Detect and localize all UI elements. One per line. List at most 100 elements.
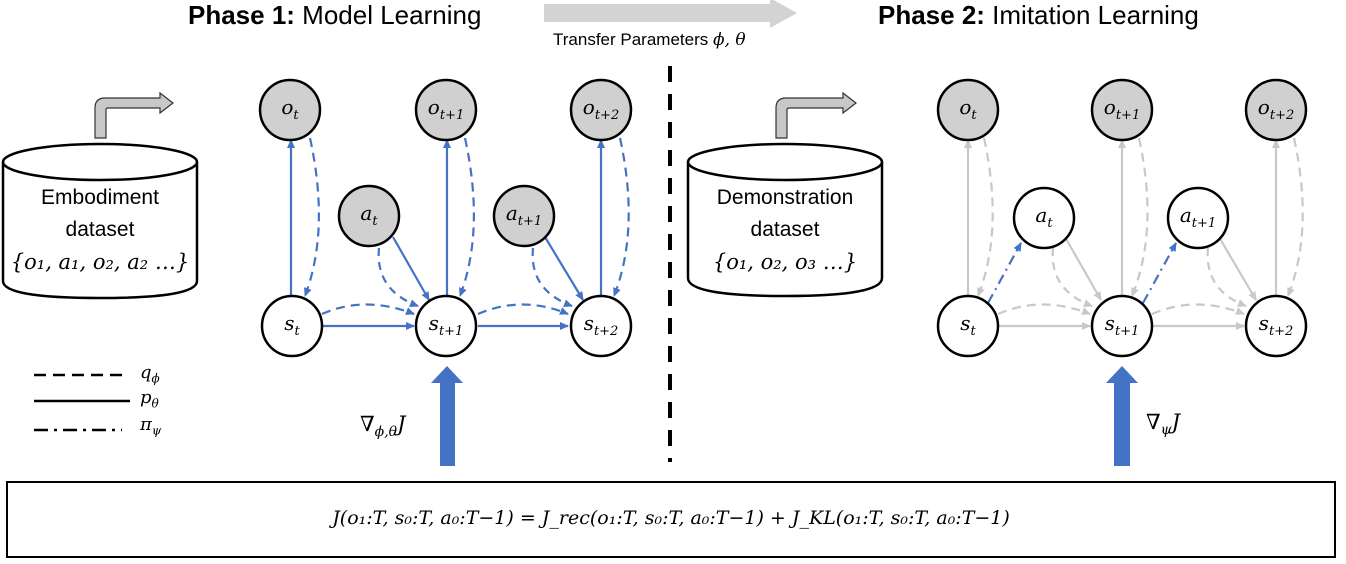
label2-o-t1: ot+1 [1087, 95, 1157, 123]
label-base: a [360, 201, 373, 225]
label-base: o [281, 95, 294, 119]
transfer-label-text: Transfer Parameters [553, 30, 713, 49]
label-sub: t+2 [593, 324, 619, 339]
transfer-arrow [544, 0, 797, 28]
label2-a-t1: at+1 [1163, 203, 1233, 231]
node2-o-t2 [1244, 78, 1308, 142]
legend-base: π [140, 414, 152, 435]
embodiment-line1: Embodiment [41, 186, 159, 209]
grad-base: ∇ [360, 412, 375, 436]
label-sub: t+1 [1114, 324, 1140, 339]
legend-label-p: pθ [140, 387, 159, 411]
phase1-edges [287, 137, 630, 330]
embodiment-bent-arrow-icon [94, 91, 174, 139]
edge2-q-ot1-st1 [1130, 137, 1149, 297]
label-sub: t [970, 324, 976, 339]
label-s-t2: st+2 [566, 311, 636, 339]
label2-s-t1: st+1 [1087, 311, 1157, 339]
label-a-t1: at+1 [489, 201, 559, 229]
label-sub: t+1 [517, 214, 543, 229]
legend-label-pi: πψ [140, 414, 161, 438]
label-base: a [1179, 203, 1192, 227]
edge-p-at1-st2 [544, 236, 584, 301]
label-base: s [428, 311, 439, 335]
edge2-q-at-st1 [1051, 247, 1093, 308]
phase2-edges [964, 137, 1304, 330]
embodiment-dataset [1, 91, 199, 300]
edge-q-ot2-st2 [612, 137, 630, 297]
label-sub: t+2 [1269, 108, 1295, 123]
node2-o-t [936, 78, 1000, 142]
label-s-t1: st+1 [411, 311, 481, 339]
phase2-title-rest: Imitation Learning [984, 0, 1199, 30]
edge2-q-st1-st2 [1151, 303, 1245, 316]
gradient-arrow-phase1-icon [431, 366, 463, 466]
label-base: a [1035, 203, 1048, 227]
gradient-arrow-phase2-icon [1106, 366, 1138, 466]
gradient-label-phase2: ∇ψJ [1146, 410, 1180, 438]
grad-tail: J [1171, 410, 1181, 434]
label-s-t: st [257, 311, 327, 339]
node-s-t2 [569, 294, 633, 358]
demonstration-line1: Demonstration [716, 186, 854, 209]
phase1-title: Phase 1: Model Learning [188, 0, 481, 31]
legend-base: p [140, 387, 152, 408]
label-base: o [1103, 95, 1116, 119]
node-a-t1 [492, 184, 556, 248]
embodiment-dataset-label: Embodiment dataset {o₁, a₁, o₂, a₂ …} [0, 182, 200, 278]
objective-equation: J(o₁:T, s₀:T, a₀:T−1) = J_rec(o₁:T, s₀:T… [332, 507, 1010, 529]
node-s-t [260, 294, 324, 358]
edge-q-st1-st2 [477, 303, 569, 316]
transfer-label: Transfer Parameters ϕ, θ [553, 30, 746, 50]
embodiment-line2: dataset [65, 218, 135, 241]
edge2-p-at-st1 [1064, 236, 1102, 301]
phase2-nodes [936, 78, 1308, 358]
label-o-t2: ot+2 [566, 95, 636, 123]
node-s-t1 [414, 294, 478, 358]
label-sub: t [294, 324, 300, 339]
node-o-t2 [569, 78, 633, 142]
label-base: s [583, 311, 594, 335]
label-sub: t [971, 108, 977, 123]
label-sub: t+1 [439, 108, 465, 123]
phase1-nodes [258, 78, 633, 358]
edge2-q-at1-st2 [1206, 247, 1247, 308]
node2-a-t [1012, 186, 1076, 250]
label-base: s [960, 311, 971, 335]
edge2-p-at1-st2 [1218, 236, 1257, 301]
label-base: s [1258, 311, 1269, 335]
node-a-t [337, 184, 401, 248]
label-a-t: at [334, 201, 404, 229]
label-base: o [959, 95, 972, 119]
node2-a-t1 [1166, 186, 1230, 250]
phase1-title-rest: Model Learning [294, 0, 482, 30]
grad-sub: ψ [1160, 422, 1172, 439]
label2-s-t2: st+2 [1241, 311, 1311, 339]
gradient-label-phase1: ∇ϕ,θJ [360, 412, 406, 440]
grad-sub: ϕ,θ [374, 424, 398, 441]
label2-a-t: at [1009, 203, 1079, 231]
label-base: a [505, 201, 518, 225]
node2-s-t1 [1090, 294, 1154, 358]
node2-o-t1 [1090, 78, 1154, 142]
phase2-title: Phase 2: Imitation Learning [878, 0, 1199, 31]
grad-tail: J [397, 412, 406, 436]
edge2-q-ot-st [976, 137, 994, 297]
label-base: o [582, 95, 595, 119]
label2-s-t: st [933, 311, 1003, 339]
legend-sub: ϕ [151, 371, 160, 386]
label-sub: t+2 [1268, 324, 1294, 339]
node2-s-t2 [1244, 294, 1308, 358]
phase1-title-bold: Phase 1: [188, 0, 295, 30]
label-sub: t+1 [438, 324, 464, 339]
edge-pi-st-at [987, 242, 1022, 304]
label-sub: t+1 [1115, 108, 1141, 123]
edge-q-ot-st [303, 137, 320, 297]
demonstration-bent-arrow-icon [775, 91, 857, 139]
node-o-t1 [414, 78, 478, 142]
label-base: o [1257, 95, 1270, 119]
demonstration-dataset-label: Demonstration dataset {o₁, o₂, o₃ …} [685, 182, 885, 278]
label-o-t1: ot+1 [411, 95, 481, 123]
label-sub: t [1047, 216, 1053, 231]
